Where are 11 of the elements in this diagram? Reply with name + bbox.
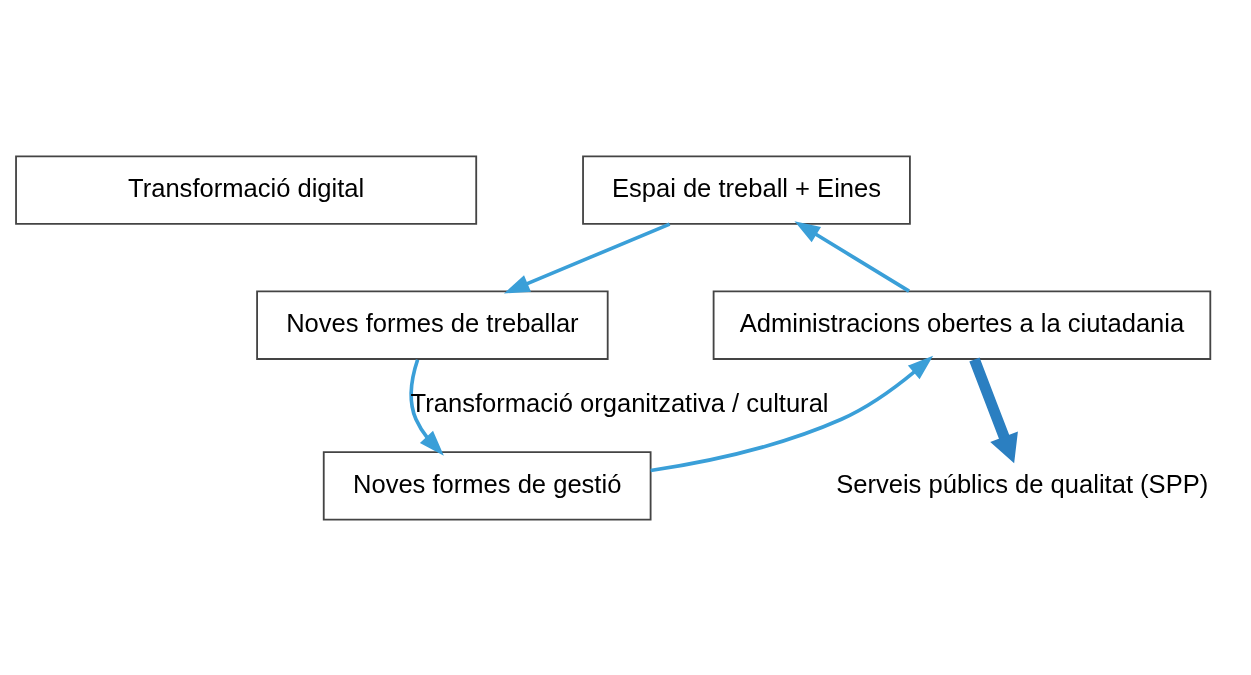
arrow: [503, 221, 671, 293]
node-text: Serveis públics de qualitat (SPP): [836, 469, 1209, 498]
node-box: Espai de treball + Eines: [582, 154, 911, 225]
arrow: [969, 357, 1018, 463]
arrow: [794, 220, 910, 293]
arrow: [409, 358, 444, 456]
node-box: Noves formes de treballar: [256, 290, 609, 360]
node-box: Noves formes de gestió: [322, 450, 652, 521]
node-box: Administracions obertes a la ciutadania: [712, 290, 1212, 360]
arrow: [650, 355, 934, 472]
node-box: Transformació digital: [15, 154, 478, 225]
